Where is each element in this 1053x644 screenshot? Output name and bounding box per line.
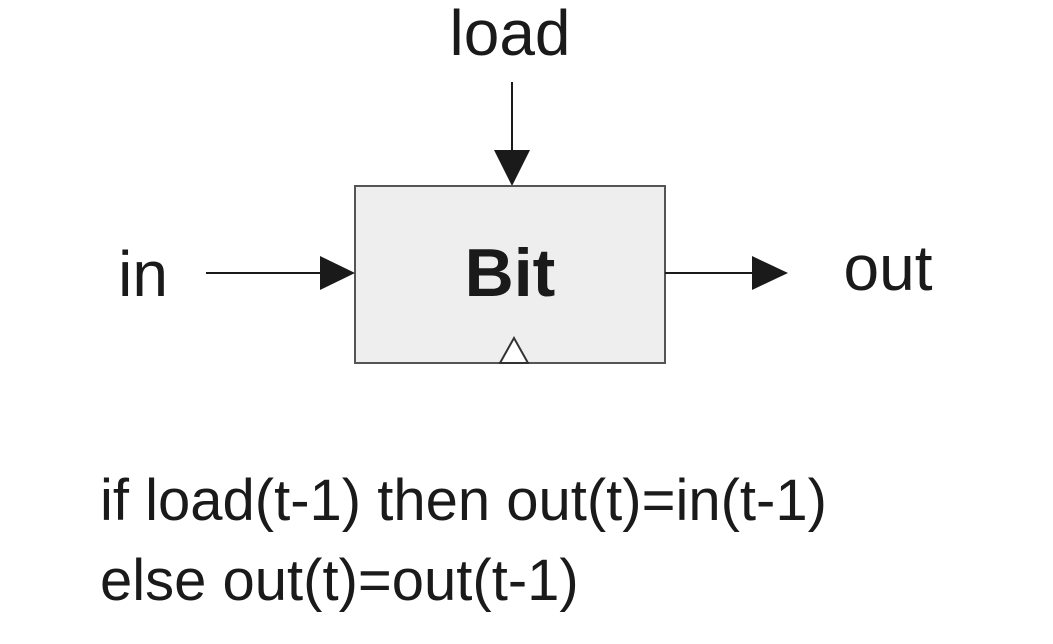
out-pin-label: out bbox=[844, 232, 933, 304]
load-pin-label: load bbox=[450, 0, 571, 69]
spec-line-load: if load(t-1) then out(t)=in(t-1) bbox=[100, 468, 827, 533]
clock-triangle-icon bbox=[498, 335, 530, 364]
load-arrowhead-icon bbox=[494, 150, 530, 186]
bit-chip-diagram: load Bit in out bbox=[118, 0, 933, 364]
out-arrowhead-icon bbox=[752, 256, 788, 290]
in-arrowhead-icon bbox=[320, 256, 355, 290]
chip-name: Bit bbox=[465, 235, 556, 311]
spec-line-else: else out(t)=out(t-1) bbox=[100, 548, 579, 613]
in-pin-label: in bbox=[118, 238, 168, 310]
